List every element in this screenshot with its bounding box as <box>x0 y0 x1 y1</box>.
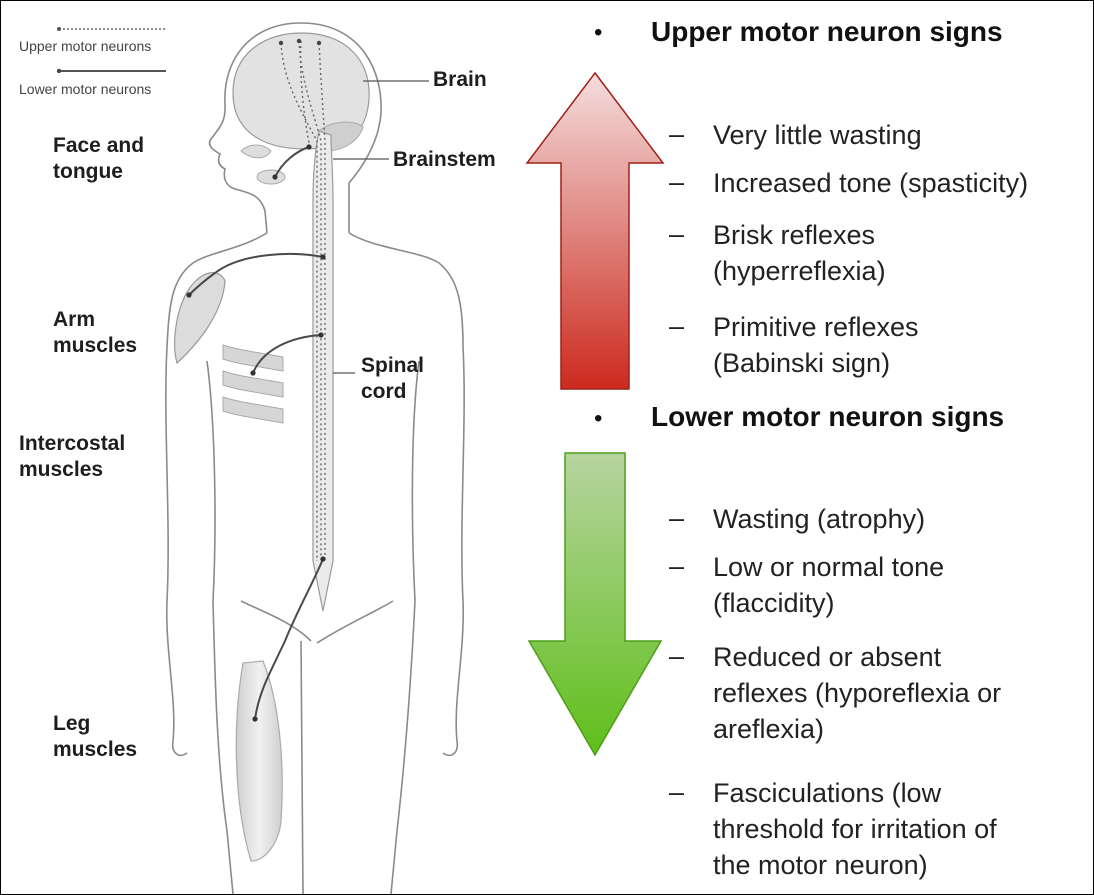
lower-item-4-line2: threshold for irritation of <box>713 811 997 847</box>
face-label-line2: tongue <box>53 159 144 185</box>
lower-item-2-dash: – <box>669 551 684 582</box>
lower-item-2: Low or normal tone (flaccidity) <box>713 549 944 621</box>
arm-label-line1: Arm <box>53 307 137 333</box>
lower-item-3-line2: reflexes (hyporeflexia or <box>713 675 1001 711</box>
legend-lower-line <box>57 69 166 73</box>
upper-signs-heading: Upper motor neuron signs <box>651 16 1003 48</box>
upper-heading-bullet: • <box>594 19 602 47</box>
intercostal-label-line1: Intercostal <box>19 431 125 457</box>
upper-item-3-line2: (hyperreflexia) <box>713 253 886 289</box>
lower-signs-heading: Lower motor neuron signs <box>651 401 1004 433</box>
spinal-label-line2: cord <box>361 379 424 405</box>
lower-heading-bullet: • <box>594 405 602 433</box>
lower-item-3-line3: areflexia) <box>713 711 1001 747</box>
lower-item-3: Reduced or absent reflexes (hyporeflexia… <box>713 639 1001 747</box>
lower-item-1: Wasting (atrophy) <box>713 501 925 537</box>
brain-shape <box>233 33 369 151</box>
lower-item-1-line1: Wasting (atrophy) <box>713 501 925 537</box>
spinal-label-line1: Spinal <box>361 353 424 379</box>
lower-item-4-dash: – <box>669 777 684 808</box>
upper-item-2-dash: – <box>669 167 684 198</box>
face-label: Face and tongue <box>53 133 144 185</box>
lower-item-2-line2: (flaccidity) <box>713 585 944 621</box>
upper-item-4-line2: (Babinski sign) <box>713 345 919 381</box>
upper-item-1-line1: Very little wasting <box>713 117 922 153</box>
lower-item-3-dash: – <box>669 641 684 672</box>
upper-signs-arrow <box>527 73 663 389</box>
legend-upper-label: Upper motor neurons <box>19 38 151 54</box>
intercostal-label-line2: muscles <box>19 457 125 483</box>
lower-item-1-dash: – <box>669 503 684 534</box>
upper-item-2: Increased tone (spasticity) <box>713 165 1028 201</box>
legend-upper-line <box>57 27 166 31</box>
upper-item-4-dash: – <box>669 311 684 342</box>
arm-label-line2: muscles <box>53 333 137 359</box>
lower-item-4: Fasciculations (low threshold for irrita… <box>713 775 997 883</box>
brain-label: Brain <box>433 67 487 93</box>
lower-item-3-line1: Reduced or absent <box>713 639 1001 675</box>
lower-item-4-line3: the motor neuron) <box>713 847 997 883</box>
upper-item-1-dash: – <box>669 119 684 150</box>
upper-item-1: Very little wasting <box>713 117 922 153</box>
upper-item-4: Primitive reflexes (Babinski sign) <box>713 309 919 381</box>
spinal-cord-label: Spinal cord <box>361 353 424 405</box>
intercostal-muscle <box>223 345 283 423</box>
intercostal-label: Intercostal muscles <box>19 431 125 483</box>
brainstem-label: Brainstem <box>393 147 496 173</box>
leg-muscle <box>236 661 282 861</box>
arm-label: Arm muscles <box>53 307 137 359</box>
face-label-line1: Face and <box>53 133 144 159</box>
upper-item-3-dash: – <box>669 219 684 250</box>
upper-item-3: Brisk reflexes (hyperreflexia) <box>713 217 886 289</box>
upper-item-3-line1: Brisk reflexes <box>713 217 886 253</box>
legend-lower-label: Lower motor neurons <box>19 81 151 97</box>
leg-label: Leg muscles <box>53 711 137 763</box>
lower-item-4-line1: Fasciculations (low <box>713 775 997 811</box>
upper-item-2-line1: Increased tone (spasticity) <box>713 165 1028 201</box>
leg-label-line2: muscles <box>53 737 137 763</box>
upper-item-4-line1: Primitive reflexes <box>713 309 919 345</box>
leg-label-line1: Leg <box>53 711 137 737</box>
lower-item-2-line1: Low or normal tone <box>713 549 944 585</box>
lower-signs-arrow <box>529 453 661 755</box>
